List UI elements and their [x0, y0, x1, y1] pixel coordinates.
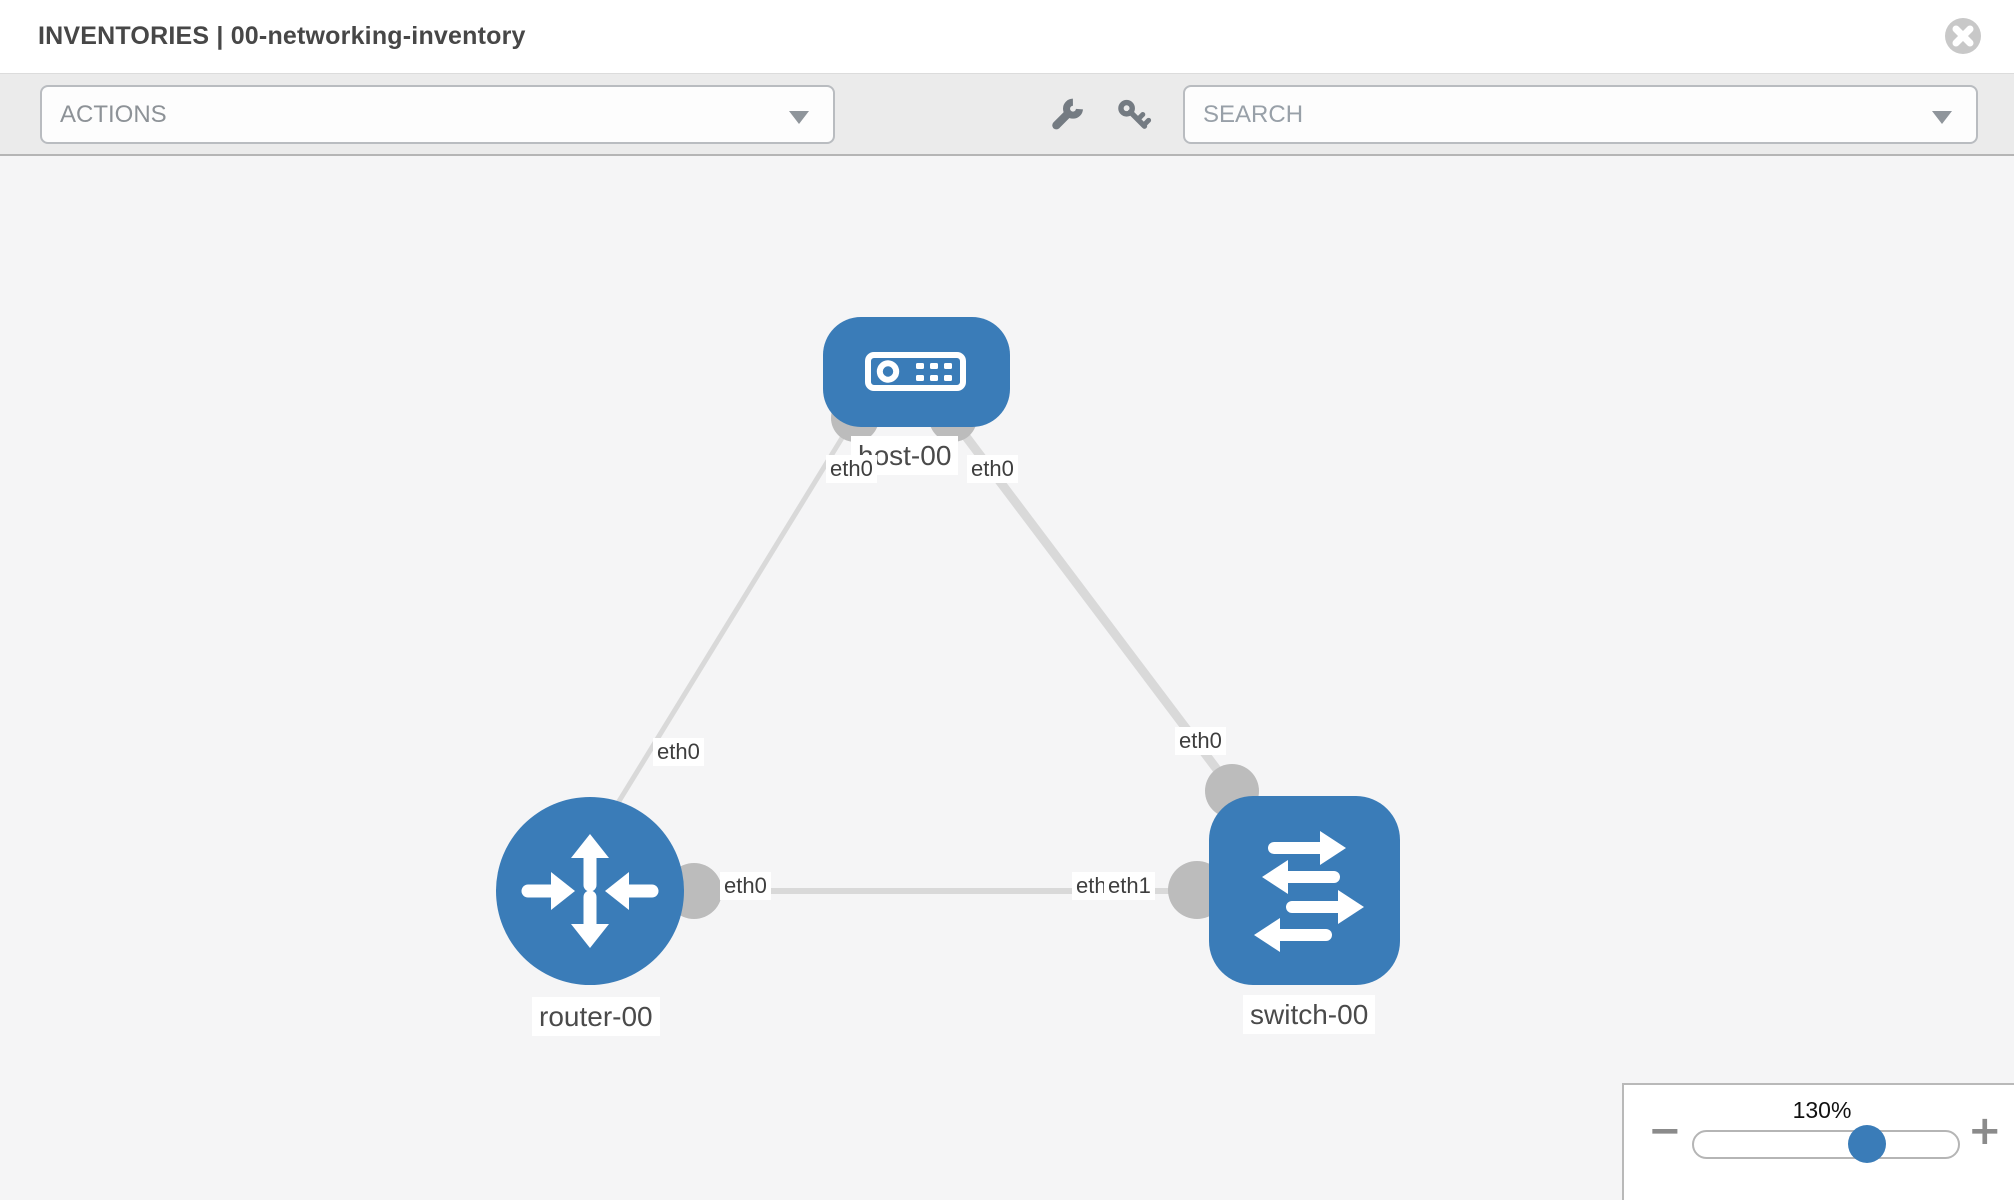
link-host-router[interactable]	[602, 418, 856, 826]
header: INVENTORIES | 00-networking-inventory	[0, 0, 2014, 73]
interface-label-host-left: eth0	[826, 455, 877, 484]
interface-label-router-right: eth0	[720, 872, 771, 901]
wrench-icon	[1052, 98, 1083, 130]
interface-label-host-right: eth0	[967, 455, 1018, 484]
zoom-in-button[interactable]: +	[1968, 1108, 2002, 1154]
interface-label-switch-left: eth1	[1104, 872, 1155, 901]
topology-graph	[496, 317, 1400, 985]
chevron-down-icon	[1932, 111, 1952, 124]
zoom-slider[interactable]	[1692, 1125, 1960, 1163]
node-switch-00[interactable]	[1209, 796, 1400, 985]
toolbar: ACTIONS SEARCH	[0, 73, 2014, 156]
topology-canvas[interactable]: host-00 router-00 switch-00 eth0 eth0 et…	[0, 156, 2014, 1200]
interface-label-switch-top: eth0	[1175, 727, 1226, 756]
credentials-button[interactable]	[1112, 96, 1152, 136]
close-button[interactable]	[1944, 17, 1982, 55]
node-label-switch-00: switch-00	[1243, 995, 1376, 1034]
interface-label-router-top: eth0	[653, 738, 704, 767]
close-icon	[1945, 18, 1981, 54]
zoom-slider-thumb[interactable]	[1848, 1125, 1886, 1163]
zoom-control-panel: 130% − +	[1622, 1083, 2014, 1200]
search-dropdown-label: SEARCH	[1203, 101, 1304, 128]
actions-dropdown[interactable]: ACTIONS	[40, 85, 835, 144]
node-label-router-00: router-00	[532, 997, 660, 1036]
node-router-00[interactable]	[496, 797, 684, 985]
page-title: INVENTORIES | 00-networking-inventory	[38, 22, 526, 50]
configure-button[interactable]	[1048, 96, 1088, 136]
search-dropdown[interactable]: SEARCH	[1183, 85, 1978, 144]
host-icon	[865, 352, 966, 391]
actions-dropdown-label: ACTIONS	[60, 101, 167, 128]
zoom-level: 130%	[1792, 1097, 1852, 1123]
switch-icon	[1254, 831, 1364, 952]
zoom-out-button[interactable]: −	[1648, 1108, 1682, 1154]
router-icon	[521, 834, 659, 948]
node-host-00[interactable]	[823, 317, 1010, 427]
key-icon	[1118, 99, 1152, 129]
chevron-down-icon	[789, 111, 809, 124]
